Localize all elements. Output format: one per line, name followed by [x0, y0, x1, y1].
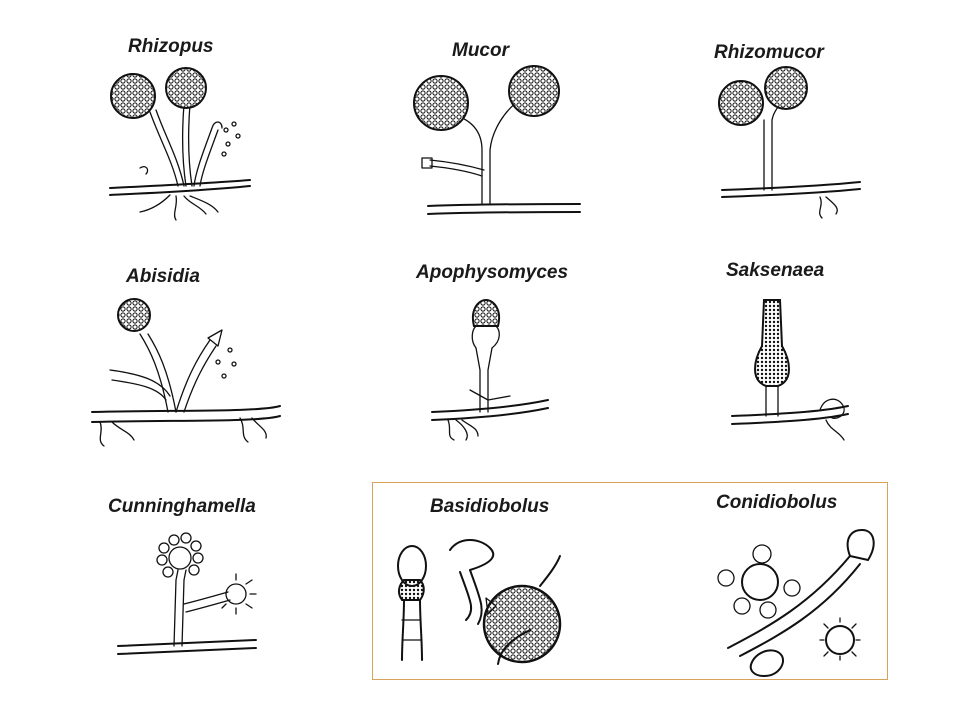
conidiobolus-drawing	[717, 528, 875, 678]
label-conidiobolus: Conidiobolus	[716, 492, 838, 513]
basidiobolus-drawing	[397, 539, 562, 665]
label-saksenaea: Saksenaea	[726, 260, 825, 281]
rhizomucor-drawing	[718, 66, 861, 219]
mucor-drawing	[413, 65, 581, 215]
cunninghamella-drawing	[117, 532, 257, 655]
label-mucor: Mucor	[452, 40, 509, 61]
label-apophysomyces: Apophysomyces	[416, 262, 569, 283]
rhizopus-drawing	[109, 67, 251, 221]
saksenaea-drawing	[731, 299, 849, 441]
entomophthorales-highlight-box	[372, 482, 888, 680]
abisidia-drawing	[91, 298, 281, 447]
label-rhizopus: Rhizopus	[128, 36, 214, 57]
label-abisidia: Abisidia	[126, 266, 200, 287]
label-cunninghamella: Cunninghamella	[108, 496, 256, 517]
label-basidiobolus: Basidiobolus	[430, 496, 550, 517]
apophysomyces-drawing	[431, 298, 549, 441]
label-rhizomucor: Rhizomucor	[714, 42, 824, 63]
